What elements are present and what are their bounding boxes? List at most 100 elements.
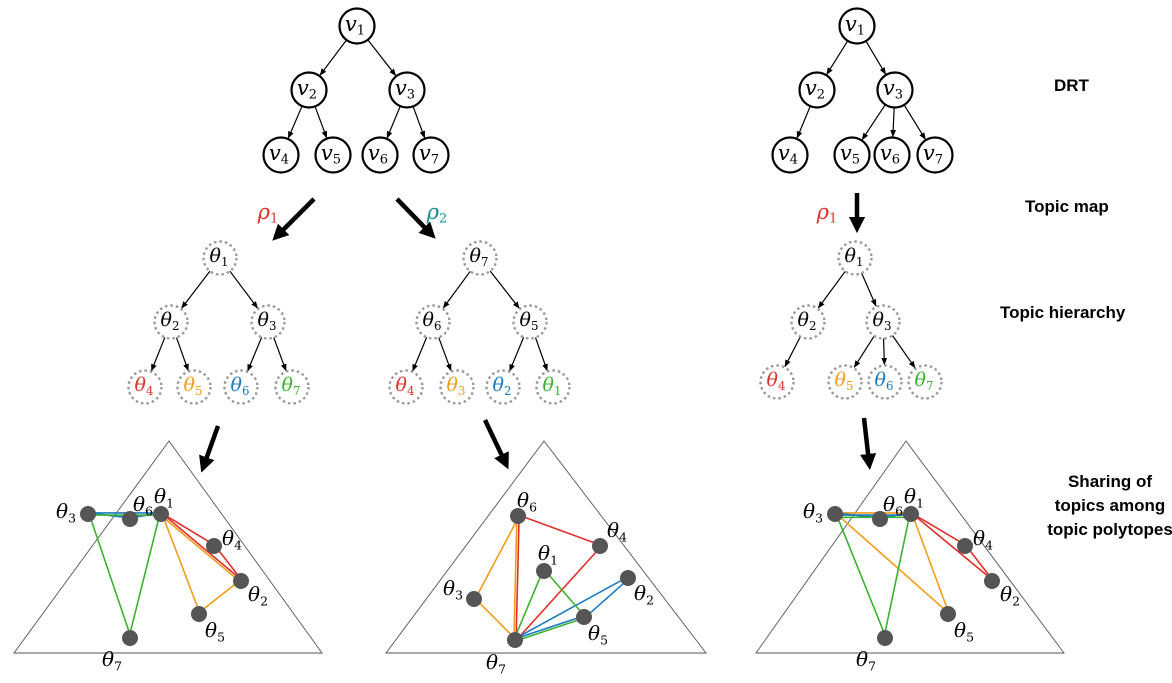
drt-node-right-v3 xyxy=(876,71,914,109)
drt-node-right-v1 xyxy=(838,7,876,45)
drt-edge-right-v1-v2 xyxy=(826,40,849,75)
topic-node-1-2 xyxy=(250,304,286,340)
label-drt: DRT xyxy=(1054,76,1090,95)
drt-node-left-v4 xyxy=(262,136,300,174)
polytope-edge-1-2 xyxy=(161,512,243,581)
polytope-label-3-t1: θ1 xyxy=(904,484,924,510)
topic-node-1-0 xyxy=(202,240,238,276)
topic-label-1-5: θ6 xyxy=(231,374,250,398)
topic-node-1-1 xyxy=(153,304,189,340)
polytope-edge-1-3 xyxy=(159,514,241,583)
hier-edge-2-2-6 xyxy=(534,337,548,372)
hier-edge-3-0-1 xyxy=(817,270,846,309)
label-sharing-line1: Sharing of xyxy=(1068,472,1152,491)
drt-node-left-v1 xyxy=(338,7,376,45)
rho-label-3: ρ1 xyxy=(816,200,838,226)
topic-node-1-4 xyxy=(176,369,212,405)
topic-label-3-4: θ5 xyxy=(835,369,854,393)
polytope-label-2-t2: θ2 xyxy=(634,581,654,607)
polytope-vertex-1-t5 xyxy=(191,606,207,622)
rho-label-1: ρ1 xyxy=(257,200,279,226)
drt-node-right-v7 xyxy=(916,136,954,174)
hier-edge-2-1-3 xyxy=(412,337,428,372)
polytope-edge-3-2 xyxy=(911,512,994,581)
drt-label-left-v5: v5 xyxy=(321,141,341,167)
polytope-arrow-1 xyxy=(199,425,221,473)
polytope-edge-2-11 xyxy=(515,617,585,642)
polytope-label-2-t1: θ1 xyxy=(538,541,558,567)
polytope-edge-2-2 xyxy=(515,516,520,641)
topic-node-3-1 xyxy=(790,304,826,340)
drt-node-right-v5 xyxy=(833,136,871,174)
topic-node-3-4 xyxy=(827,364,863,400)
drt-node-right-v2 xyxy=(798,71,836,109)
drt-label-left-v3: v3 xyxy=(395,76,415,102)
topic-label-1-0: θ1 xyxy=(210,245,229,269)
drt-edge-right-v3-v7 xyxy=(903,104,926,140)
hier-edge-1-1-3 xyxy=(150,337,166,372)
drt-node-left-v5 xyxy=(314,136,352,174)
drt-node-left-v2 xyxy=(290,71,328,109)
polytope-vertex-3-t2 xyxy=(984,573,1000,589)
polytope-label-3-t3: θ3 xyxy=(803,499,823,525)
polytope-label-1-t5: θ5 xyxy=(205,618,225,644)
polytope-edge-2-4 xyxy=(474,597,517,640)
topic-map-arrow-1 xyxy=(272,197,316,241)
polytope-simplex-3 xyxy=(755,440,1065,654)
polytope-arrow-3 xyxy=(860,417,877,471)
hier-edge-3-2-4 xyxy=(853,335,875,368)
drt-edge-left-v2-v4 xyxy=(287,105,303,139)
drt-node-left-v6 xyxy=(361,136,399,174)
polytope-label-2-t7: θ7 xyxy=(486,650,506,676)
polytope-simplex-1 xyxy=(13,440,323,654)
rho-label-2: ρ2 xyxy=(426,200,448,226)
topic-node-3-0 xyxy=(837,240,873,276)
drt-edge-left-v1-v2 xyxy=(319,39,347,76)
topic-label-2-1: θ6 xyxy=(423,309,442,333)
polytope-vertex-2-t4 xyxy=(592,538,608,554)
hier-edge-2-0-1 xyxy=(442,270,471,309)
hier-edge-1-2-6 xyxy=(273,337,287,372)
topic-label-3-6: θ7 xyxy=(915,369,934,393)
polytope-label-3-t7: θ7 xyxy=(856,647,876,673)
topic-label-1-1: θ2 xyxy=(161,309,180,333)
edges-layer xyxy=(13,39,1065,654)
polytope-label-2-t5: θ5 xyxy=(588,621,608,647)
topic-label-2-0: θ7 xyxy=(470,245,489,269)
polytope-edge-1-11 xyxy=(128,513,161,638)
hier-edge-3-1-3 xyxy=(784,336,801,368)
topic-map-arrow-2 xyxy=(395,197,436,239)
drt-label-left-v6: v6 xyxy=(368,141,388,167)
topic-node-2-4 xyxy=(439,369,475,405)
hier-edge-2-2-5 xyxy=(509,337,525,372)
topic-label-3-3: θ4 xyxy=(767,369,786,393)
polytope-edge-2-0 xyxy=(518,514,601,546)
drt-label-left-v1: v1 xyxy=(345,12,365,38)
hier-edge-2-1-4 xyxy=(438,337,452,372)
polytope-vertex-1-t2 xyxy=(233,573,249,589)
topic-label-3-2: θ3 xyxy=(873,309,892,333)
polytope-vertex-3-t7 xyxy=(877,630,893,646)
topic-label-1-2: θ3 xyxy=(258,309,277,333)
drt-label-right-v2: v2 xyxy=(805,76,825,102)
polytope-label-2-t3: θ3 xyxy=(443,576,463,602)
topic-label-2-3: θ4 xyxy=(396,374,415,398)
topic-node-3-3 xyxy=(759,364,795,400)
polytope-label-2-t6: θ6 xyxy=(517,488,537,514)
topic-node-2-5 xyxy=(485,369,521,405)
topic-node-2-6 xyxy=(535,369,571,405)
drt-label-left-v7: v7 xyxy=(419,141,439,167)
hier-edge-3-2-6 xyxy=(891,335,916,369)
hier-edge-2-0-2 xyxy=(489,270,520,309)
row-labels: DRT Topic map Topic hierarchy Sharing of… xyxy=(1000,76,1172,539)
polytope-vertex-2-t2 xyxy=(620,570,636,586)
drt-label-right-v5: v5 xyxy=(840,141,860,167)
drt-label-right-v3: v3 xyxy=(883,76,903,102)
drt-node-left-v7 xyxy=(412,136,450,174)
hier-edge-1-1-4 xyxy=(175,337,189,372)
polytope-label-1-t2: θ2 xyxy=(248,582,268,608)
polytope-label-3-t2: θ2 xyxy=(1000,582,1020,608)
topic-node-1-5 xyxy=(223,369,259,405)
drt-label-right-v7: v7 xyxy=(923,141,943,167)
topic-label-2-6: θ1 xyxy=(543,374,562,398)
